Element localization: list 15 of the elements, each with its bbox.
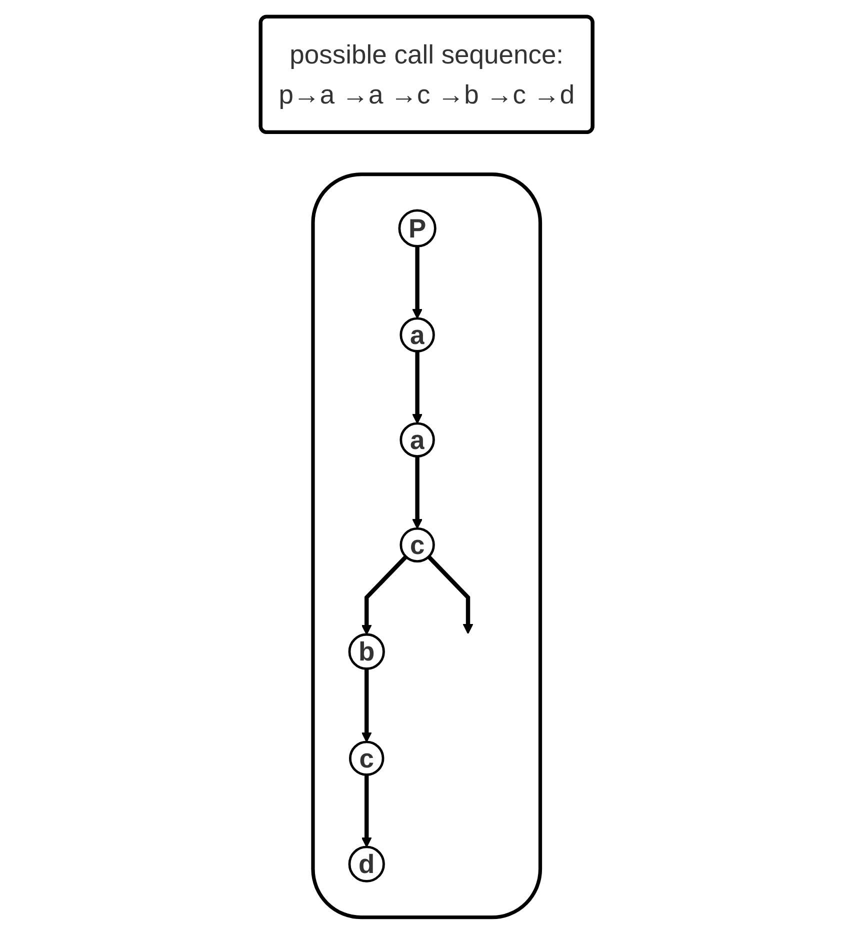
node-circle: c <box>349 740 385 776</box>
arrow <box>362 555 408 635</box>
cluster <box>312 172 542 920</box>
node-circle: a <box>400 422 436 458</box>
node-circle: c <box>400 527 436 563</box>
node-circle: b <box>348 633 386 670</box>
arrow <box>362 668 372 742</box>
node-circle: d <box>348 846 386 882</box>
arrow <box>362 774 372 848</box>
arrow <box>412 246 423 319</box>
node-circle: P <box>398 209 437 248</box>
arrow <box>412 456 423 530</box>
arrow <box>412 351 423 424</box>
arrow <box>428 555 474 634</box>
node-circle: a <box>400 317 436 352</box>
